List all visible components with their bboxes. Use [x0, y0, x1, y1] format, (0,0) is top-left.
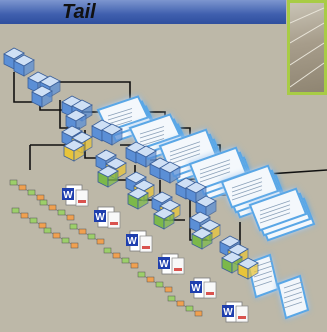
small-node-icon	[9, 179, 18, 186]
word-badge-letter: W	[191, 283, 201, 294]
folder-icon	[237, 257, 259, 280]
word-badge-letter: W	[95, 212, 105, 223]
folder-icon	[221, 251, 243, 274]
small-node-icon	[48, 204, 57, 211]
document-icon	[203, 281, 217, 299]
folder-icon	[13, 54, 35, 77]
small-node-icon	[18, 184, 27, 191]
small-node-icon	[146, 276, 155, 283]
small-node-icon	[38, 222, 47, 229]
folder-icon	[191, 227, 213, 250]
folder-icon	[153, 207, 175, 230]
small-node-icon	[137, 271, 146, 278]
document-icon	[235, 305, 249, 323]
small-node-icon	[36, 194, 45, 201]
small-node-icon	[39, 199, 48, 206]
folder-icon	[63, 139, 85, 162]
small-node-icon	[52, 232, 61, 239]
document-icon	[248, 187, 316, 242]
field-photo	[287, 0, 327, 95]
small-node-icon	[57, 209, 66, 216]
small-node-icon	[112, 252, 121, 259]
small-node-icon	[130, 262, 139, 269]
small-node-icon	[87, 233, 96, 240]
small-node-icon	[103, 247, 112, 254]
page-title: Tail	[62, 1, 96, 23]
small-node-icon	[78, 228, 87, 235]
small-node-icon	[29, 217, 38, 224]
small-node-icon	[61, 237, 70, 244]
word-badge-letter: W	[159, 259, 169, 270]
small-node-icon	[96, 238, 105, 245]
small-node-icon	[155, 281, 164, 288]
small-node-icon	[167, 295, 176, 302]
document-icon	[276, 274, 310, 320]
small-node-icon	[69, 223, 78, 230]
small-node-icon	[43, 227, 52, 234]
small-node-icon	[70, 242, 79, 249]
small-node-icon	[164, 286, 173, 293]
small-node-icon	[176, 300, 185, 307]
small-node-icon	[121, 257, 130, 264]
document-icon	[96, 95, 158, 143]
document-icon	[139, 235, 153, 253]
small-node-icon	[27, 189, 36, 196]
word-badge-letter: W	[127, 236, 137, 247]
small-node-icon	[194, 310, 203, 317]
document-icon	[107, 211, 121, 229]
small-node-icon	[11, 207, 20, 214]
folder-icon	[31, 85, 53, 108]
document-icon	[75, 189, 89, 207]
word-badge-letter: W	[63, 190, 73, 201]
word-badge-letter: W	[223, 307, 233, 318]
small-node-icon	[66, 214, 75, 221]
document-icon	[128, 113, 190, 161]
title-bar: Tail	[0, 0, 286, 24]
small-node-icon	[185, 305, 194, 312]
document-icon	[171, 257, 185, 275]
document-icon	[220, 164, 288, 219]
folder-icon	[159, 161, 181, 184]
connector-line	[13, 72, 40, 103]
small-node-icon	[20, 212, 29, 219]
folder-icon	[127, 187, 149, 210]
folder-icon	[97, 165, 119, 188]
folder-icon	[101, 123, 123, 146]
